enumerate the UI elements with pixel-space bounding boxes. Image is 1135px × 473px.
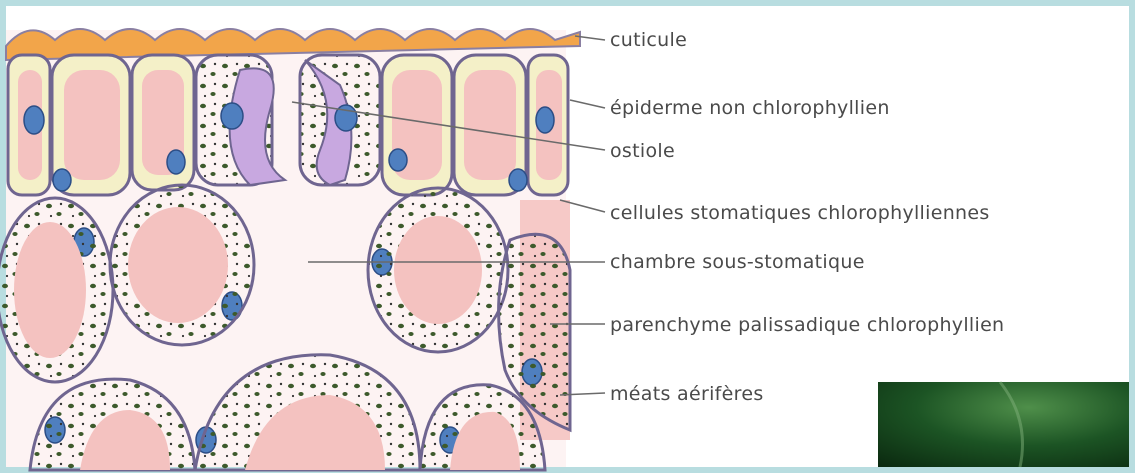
leaf-photo [878,382,1129,467]
label-cuticule: cuticule [610,29,687,51]
label-meats: méats aérifères [610,383,764,405]
label-parenchyme: parenchyme palissadique chlorophyllien [610,314,1004,336]
label-cellules-stomatiques: cellules stomatiques chlorophylliennes [610,202,990,224]
label-chambre: chambre sous-stomatique [610,251,865,273]
label-epiderme: épiderme non chlorophyllien [610,97,890,119]
label-ostiole: ostiole [610,140,675,162]
